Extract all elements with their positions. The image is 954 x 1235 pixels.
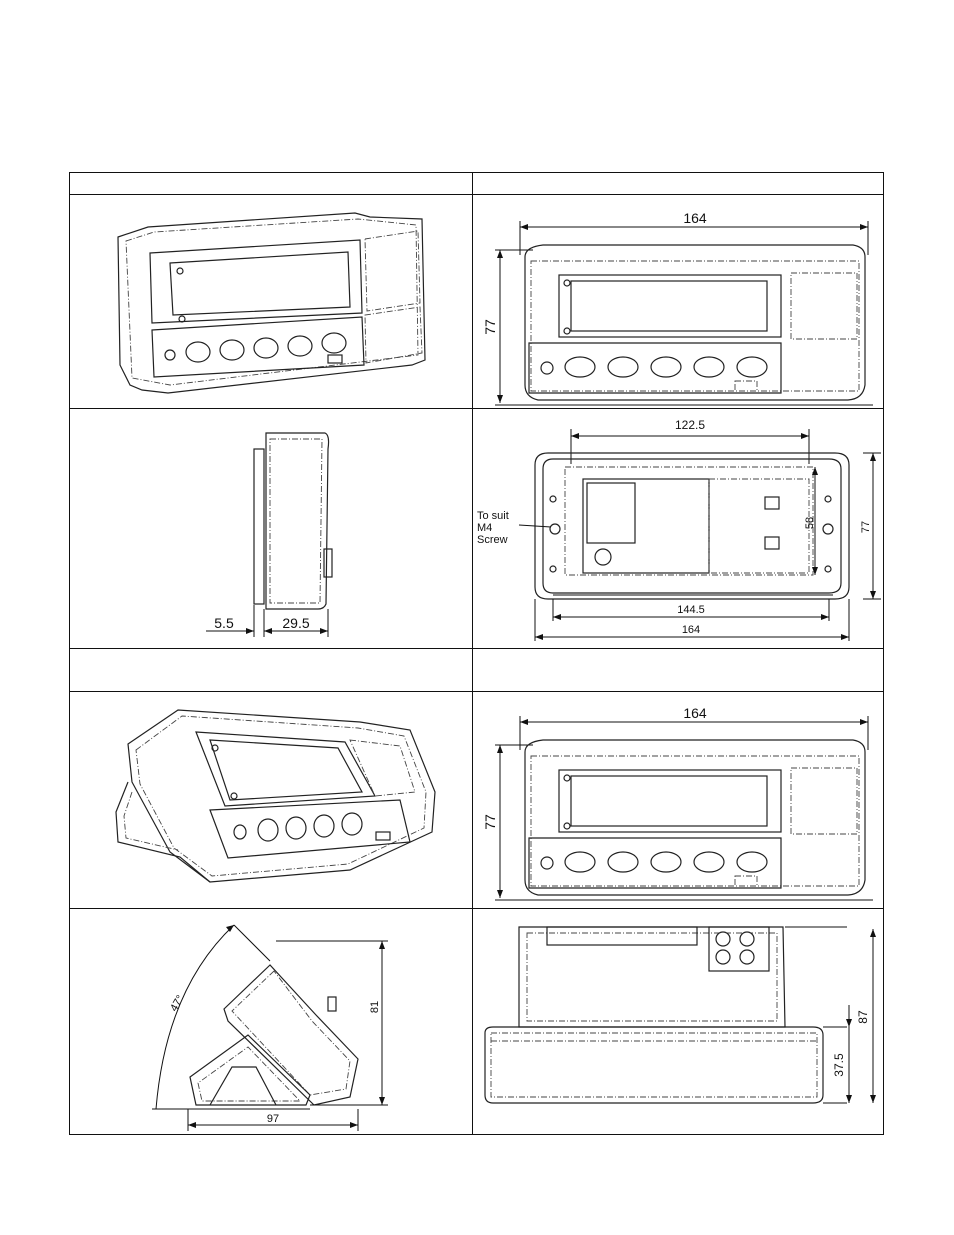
table-rule	[70, 408, 883, 409]
dim-97: 97	[267, 1113, 279, 1125]
mount-note-1: To suit	[477, 510, 509, 522]
dim-5-5: 5.5	[214, 615, 234, 631]
dim-164: 164	[683, 210, 707, 226]
desk-front-drawing: 164 77	[473, 692, 885, 908]
table-rule	[70, 648, 883, 649]
dim-87: 87	[856, 1010, 870, 1024]
panel-isometric-drawing	[70, 195, 472, 408]
dimension-drawing-table: 164 77	[69, 172, 884, 1135]
table-rule	[70, 194, 883, 195]
mount-note-2: M4	[477, 522, 492, 534]
dim-144-5: 144.5	[677, 604, 705, 616]
dim-77-desk: 77	[482, 814, 498, 830]
dim-77-rear: 77	[860, 521, 872, 533]
table-rule	[70, 908, 883, 909]
dim-164-rear: 164	[682, 624, 700, 636]
dim-58: 58	[804, 517, 816, 529]
table-column-rule	[472, 173, 473, 1134]
panel-front-drawing: 164 77	[473, 195, 885, 408]
dim-81: 81	[369, 1001, 381, 1013]
dim-37-5: 37.5	[832, 1053, 846, 1077]
desk-side-drawing: 47° 81 97	[70, 909, 472, 1135]
panel-side-drawing: 5.5 29.5	[70, 409, 472, 648]
desk-isometric-drawing	[70, 692, 472, 908]
dim-164-desk: 164	[683, 705, 707, 721]
mount-note-3: Screw	[477, 534, 508, 546]
dim-122-5: 122.5	[675, 418, 705, 432]
desk-rear-drawing: 87 37.5	[473, 909, 885, 1135]
table-rule	[70, 691, 883, 692]
dim-77: 77	[482, 319, 498, 335]
panel-rear-drawing: 122.5 58 77 To suit M4	[473, 409, 885, 648]
dim-29-5: 29.5	[282, 615, 309, 631]
